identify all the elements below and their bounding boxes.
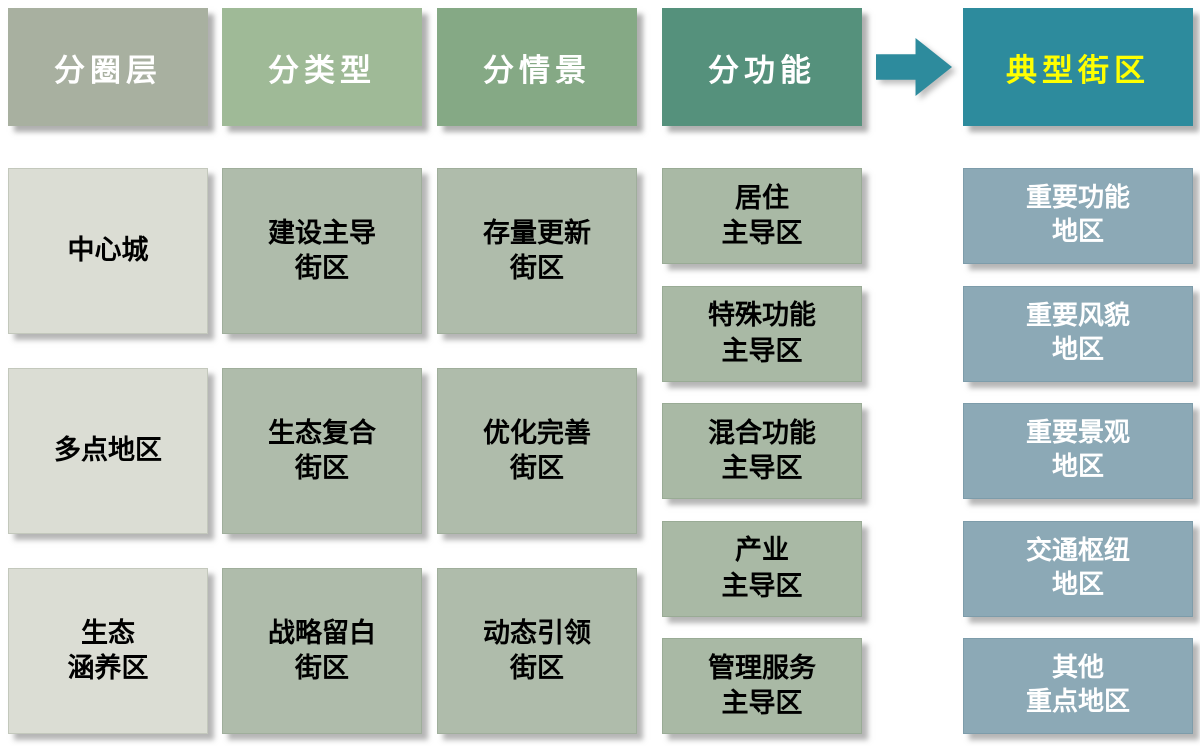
column-header-typical-blocks: 典型街区: [963, 8, 1193, 126]
category-box-optimization: 优化完善 街区: [437, 368, 637, 534]
category-box-label: 重要风貌 地区: [1025, 300, 1130, 365]
category-box-label: 居住 主导区: [721, 182, 803, 249]
column-circle-layer: 分圈层 中心城 多点地区 生态 涵养区: [8, 8, 208, 734]
category-box-label: 重要功能 地区: [1025, 183, 1130, 247]
category-box-label: 战略留白 街区: [268, 617, 376, 684]
category-box-industry-led: 产业 主导区: [662, 520, 862, 617]
column-items: 重要功能 地区 重要风貌 地区 重要景观 地区 交通枢纽 地区 其他 重点地区: [963, 168, 1193, 734]
column-header-scenario: 分情景: [437, 8, 637, 126]
category-box-label: 中心城: [67, 235, 149, 267]
column-scenario: 分情景 存量更新 街区 优化完善 街区 动态引领 街区: [437, 8, 637, 734]
category-box-important-function-area: 重要功能 地区: [963, 168, 1193, 264]
category-box-label: 特殊功能 主导区: [708, 300, 816, 367]
category-box-multi-point-area: 多点地区: [8, 368, 208, 534]
column-items: 中心城 多点地区 生态 涵养区: [8, 168, 208, 734]
category-box-label: 生态 涵养区: [67, 617, 149, 684]
category-box-important-landscape-area: 重要景观 地区: [963, 403, 1193, 499]
category-box-management-service-led: 管理服务 主导区: [662, 638, 862, 734]
column-items: 存量更新 街区 优化完善 街区 动态引领 街区: [437, 168, 637, 734]
category-box-residential-led: 居住 主导区: [662, 168, 862, 264]
arrow-right-icon: [876, 38, 952, 96]
category-box-label: 多点地区: [54, 435, 162, 467]
category-box-important-style-area: 重要风貌 地区: [963, 285, 1193, 382]
category-box-central-city: 中心城: [8, 168, 208, 334]
category-box-label: 混合功能 主导区: [708, 417, 816, 484]
column-header-function: 分功能: [662, 8, 862, 126]
category-box-label: 存量更新 街区: [483, 217, 591, 284]
column-header-type: 分类型: [222, 8, 422, 126]
category-box-label: 生态复合 街区: [268, 417, 376, 484]
category-box-dynamic-leading: 动态引领 街区: [437, 568, 637, 734]
category-box-label: 交通枢纽 地区: [1025, 535, 1130, 600]
column-header-circle-layer: 分圈层: [8, 8, 208, 126]
category-box-mixed-function-led: 混合功能 主导区: [662, 403, 862, 499]
category-box-label: 动态引领 街区: [483, 617, 591, 684]
column-items: 居住 主导区 特殊功能 主导区 混合功能 主导区 产业 主导区 管理服务 主导区: [662, 168, 862, 734]
category-box-label: 建设主导 街区: [268, 217, 376, 284]
category-box-label: 其他 重点地区: [1025, 653, 1130, 717]
category-box-transport-hub-area: 交通枢纽 地区: [963, 520, 1193, 617]
column-items: 建设主导 街区 生态复合 街区 战略留白 街区: [222, 168, 422, 734]
category-box-label: 重要景观 地区: [1025, 418, 1130, 482]
column-function: 分功能 居住 主导区 特殊功能 主导区 混合功能 主导区 产业 主导区 管理服务…: [662, 8, 862, 734]
category-box-strategic-reserve: 战略留白 街区: [222, 568, 422, 734]
category-box-special-function-led: 特殊功能 主导区: [662, 285, 862, 382]
category-box-other-key-area: 其他 重点地区: [963, 638, 1193, 734]
category-box-construction-led: 建设主导 街区: [222, 168, 422, 334]
category-box-eco-composite: 生态复合 街区: [222, 368, 422, 534]
category-box-stock-renewal: 存量更新 街区: [437, 168, 637, 334]
category-box-label: 管理服务 主导区: [708, 652, 816, 719]
column-type: 分类型 建设主导 街区 生态复合 街区 战略留白 街区: [222, 8, 422, 734]
category-box-label: 产业 主导区: [721, 535, 803, 602]
column-typical-blocks: 典型街区 重要功能 地区 重要风貌 地区 重要景观 地区 交通枢纽 地区 其他 …: [963, 8, 1193, 734]
category-box-ecological-conservation: 生态 涵养区: [8, 568, 208, 734]
category-box-label: 优化完善 街区: [483, 417, 591, 484]
arrow-right-shape: [876, 38, 952, 96]
